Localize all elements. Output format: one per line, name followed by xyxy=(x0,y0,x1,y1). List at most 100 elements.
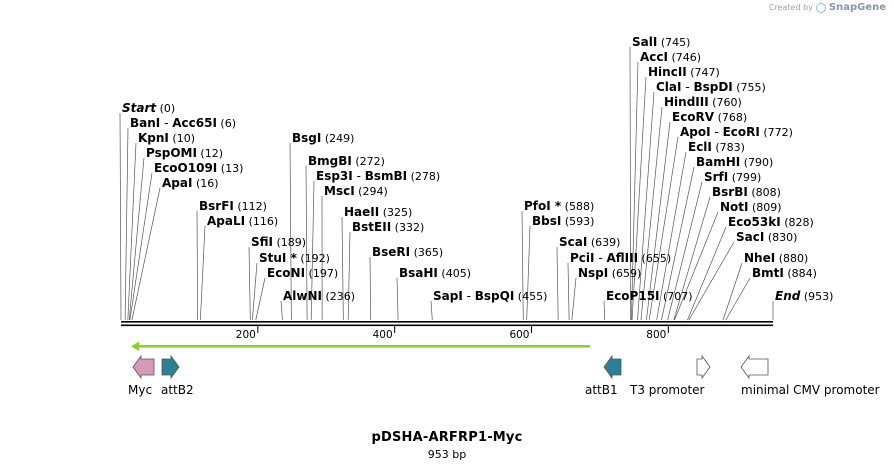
site-line-saci xyxy=(688,241,735,321)
site-position: (588) xyxy=(561,200,594,213)
site-line-bmgbi xyxy=(305,165,308,321)
site-name-secondary: Acc65I xyxy=(172,116,217,130)
site-position: (659) xyxy=(608,267,641,280)
feature-arrow-attb1 xyxy=(603,354,622,380)
site-name: NspI xyxy=(578,266,608,280)
site-label-apoi: ApoI - EcoRI (772) xyxy=(680,125,793,139)
site-position: (192) xyxy=(297,252,330,265)
site-line-ecop15i xyxy=(603,300,606,321)
site-position: (189) xyxy=(273,236,306,249)
site-name: SacI xyxy=(736,230,764,244)
site-label-scai: ScaI (639) xyxy=(559,235,620,249)
site-label-apali: ApaLI (116) xyxy=(207,214,278,228)
site-line-econi xyxy=(255,277,266,321)
site-position: (197) xyxy=(305,267,338,280)
site-line-bsgi xyxy=(289,142,292,321)
backbone-top-strand xyxy=(121,321,773,323)
snapgene-credit: Created by SnapGene xyxy=(769,2,886,13)
site-line-apoi xyxy=(648,136,679,321)
site-name: BbsI xyxy=(532,214,561,228)
site-position: (12) xyxy=(197,147,223,160)
ruler-tick-label: 600 xyxy=(509,329,529,341)
site-label-ecop15i: EcoP15I (707) xyxy=(606,289,693,303)
site-name: SfiI xyxy=(251,235,273,249)
site-name-separator: - xyxy=(595,251,607,265)
site-position: (6) xyxy=(217,117,236,130)
site-position: (707) xyxy=(660,290,693,303)
site-name: BamHI xyxy=(696,155,740,169)
ruler-tick-label: 400 xyxy=(373,329,393,341)
site-label-pcii: PciI - AflIII (655) xyxy=(570,251,671,265)
site-name: StuI * xyxy=(259,251,298,265)
site-position: (772) xyxy=(760,126,793,139)
site-line-ecoo109i xyxy=(129,172,153,321)
site-position: (745) xyxy=(657,36,690,49)
site-position: (272) xyxy=(352,155,385,168)
site-line-sapi xyxy=(430,300,433,321)
site-line-hincii xyxy=(631,76,647,321)
site-name: ClaI xyxy=(656,80,681,94)
site-line-bani xyxy=(124,127,129,321)
site-position: (332) xyxy=(391,221,424,234)
site-label-start: Start (0) xyxy=(122,101,175,115)
site-labels: Start (0)BanI - Acc65I (6)KpnI (10)PspOM… xyxy=(122,35,833,303)
site-position: (747) xyxy=(687,66,720,79)
site-name: Start xyxy=(122,101,157,115)
feature-arrow-myc xyxy=(132,354,155,380)
site-name: EcoRV xyxy=(672,110,715,124)
site-position: (768) xyxy=(714,111,747,124)
site-name-secondary: BsmBI xyxy=(365,169,407,183)
site-position: (639) xyxy=(587,236,620,249)
site-name: HaeII xyxy=(344,205,379,219)
site-name: BsgI xyxy=(292,131,321,145)
site-line-srfi xyxy=(667,181,703,321)
site-name: EclI xyxy=(688,140,712,154)
site-name-secondary: BspQI xyxy=(475,289,515,303)
site-label-bmgbi: BmgBI (272) xyxy=(308,154,385,168)
site-label-econi: EcoNI (197) xyxy=(267,266,338,280)
site-position: (455) xyxy=(514,290,547,303)
site-label-pspomi: PspOMI (12) xyxy=(146,146,223,160)
site-line-eco53ki xyxy=(687,226,727,321)
site-label-bani: BanI - Acc65I (6) xyxy=(130,116,236,130)
site-position: (112) xyxy=(234,200,267,213)
site-line-sfii xyxy=(248,246,251,321)
site-name: Esp3I xyxy=(316,169,353,183)
site-position: (10) xyxy=(169,132,195,145)
site-name: ApaLI xyxy=(207,214,245,228)
credit-text: Created by xyxy=(768,3,813,12)
site-position: (593) xyxy=(561,215,594,228)
site-position: (880) xyxy=(775,252,808,265)
site-name: ApaI xyxy=(162,176,192,190)
site-label-hincii: HincII (747) xyxy=(648,65,720,79)
site-line-bbsi xyxy=(526,225,531,321)
site-position: (13) xyxy=(217,162,243,175)
site-label-clai: ClaI - BspDI (755) xyxy=(656,80,766,94)
site-line-noti xyxy=(674,211,719,321)
site-line-bseri xyxy=(369,256,372,321)
site-name: BmgBI xyxy=(308,154,352,168)
site-label-bamhi: BamHI (790) xyxy=(696,155,773,169)
site-name: ScaI xyxy=(559,235,587,249)
site-lines xyxy=(119,46,774,321)
site-name: SalI xyxy=(632,35,657,49)
site-label-kpni: KpnI (10) xyxy=(138,131,195,145)
site-label-pfoi: PfoI * (588) xyxy=(524,199,594,213)
site-position: (746) xyxy=(668,51,701,64)
site-label-stui: StuI * (192) xyxy=(259,251,330,265)
site-name: NheI xyxy=(744,251,775,265)
site-label-sapi: SapI - BspQI (455) xyxy=(433,289,547,303)
site-line-ecli xyxy=(656,151,687,321)
site-line-start xyxy=(119,112,122,321)
site-label-haeii: HaeII (325) xyxy=(344,205,412,219)
feature-label-myc: Myc xyxy=(128,383,152,397)
site-line-sali xyxy=(629,46,632,321)
site-label-bsteii: BstEII (332) xyxy=(352,220,424,234)
site-name: PciI xyxy=(570,251,595,265)
site-name-secondary: AflIII xyxy=(606,251,638,265)
orf-bar xyxy=(138,345,590,348)
site-position: (790) xyxy=(740,156,773,169)
site-name-secondary: EcoRI xyxy=(723,125,760,139)
site-label-alwni: AlwNI (236) xyxy=(283,289,355,303)
